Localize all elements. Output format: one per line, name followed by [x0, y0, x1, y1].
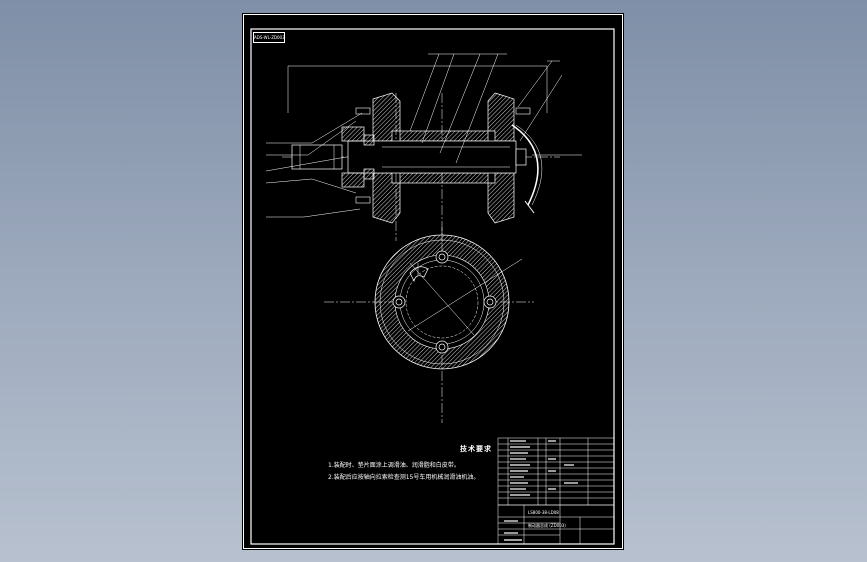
left-flange [372, 92, 401, 224]
technical-requirement-note: 1.装配时、垫片面涂上调滑油、润滑脂和白皮带。 [328, 462, 460, 469]
bom-row-marks [504, 440, 578, 541]
leader-lines-left [265, 112, 363, 218]
shaft [347, 140, 517, 174]
doc-code-label: ADS-WL-ZD003 [253, 32, 285, 43]
technical-requirement-note: 2.装配后应按轴向拉索检查测15号车用机械润滑油机油。 [328, 474, 480, 481]
technical-requirements-title: 技术要求 [460, 445, 492, 453]
outer-frame [243, 14, 623, 549]
brake-assembly-drawing [243, 14, 623, 549]
leader-lines-top [409, 53, 582, 164]
title-block-drawing-name: 制动器总成 (ZD003) [528, 523, 566, 528]
section-view [265, 53, 582, 241]
bom-table [497, 437, 615, 545]
left-bearing [341, 126, 375, 188]
drawing-sheet: ADS-WL-ZD003 技术要求 1.装配时、垫片面涂上调滑油、润滑脂和白皮带… [242, 13, 624, 550]
title-block-drawing-number: LS800-38-LD08 [528, 510, 559, 515]
end-view [324, 227, 534, 423]
right-flange [487, 92, 515, 224]
inner-frame [250, 28, 615, 545]
